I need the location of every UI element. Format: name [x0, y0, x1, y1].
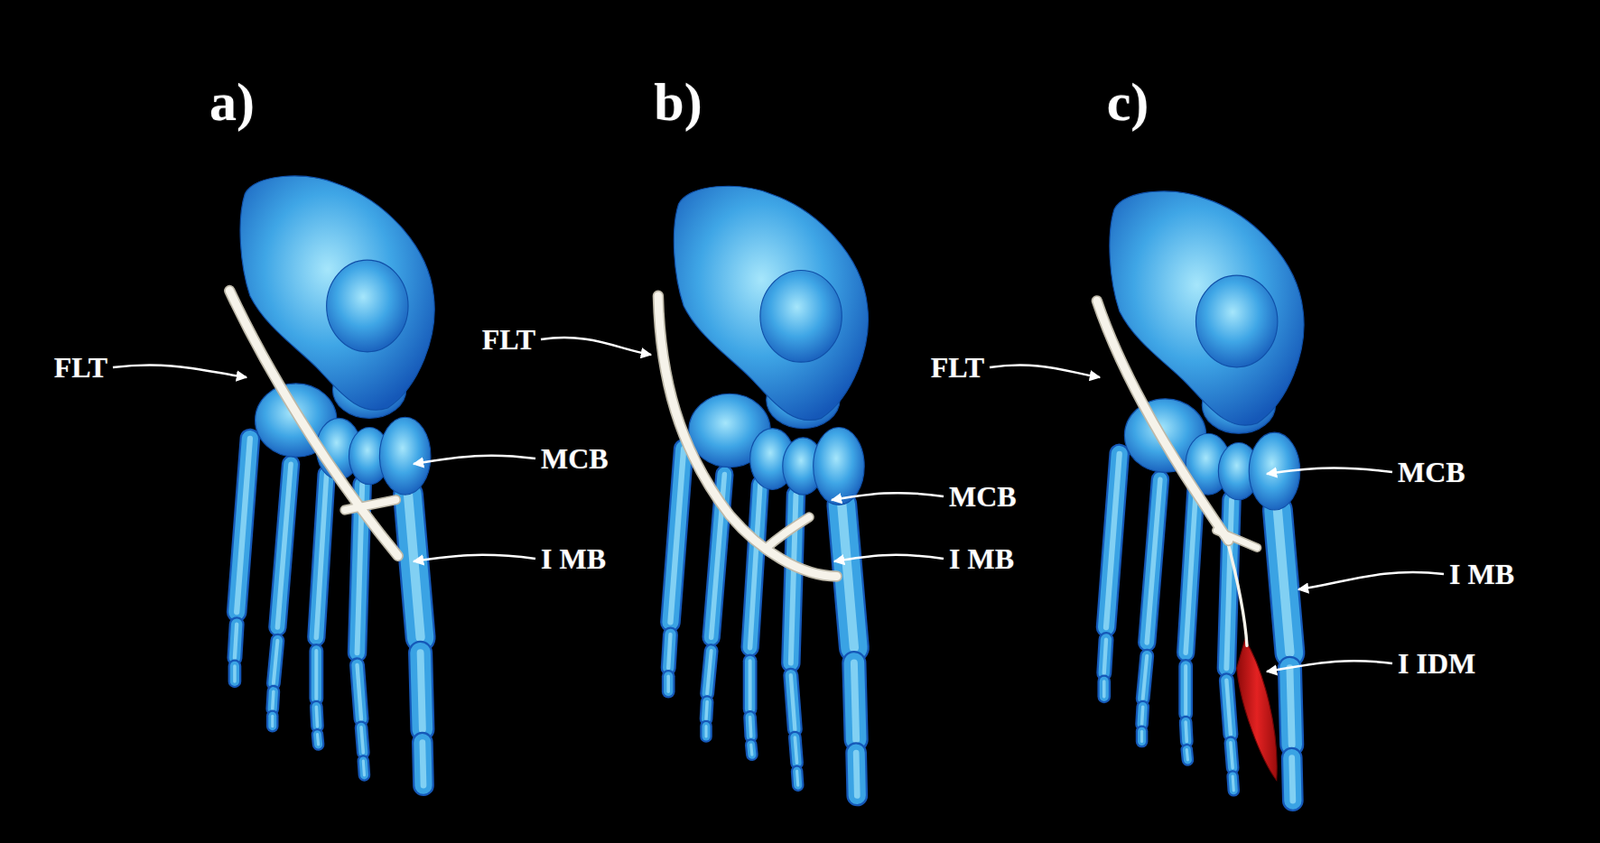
flexor-tendon	[658, 296, 838, 577]
flexor-tendon	[1097, 300, 1257, 646]
anatomy-label: MCB	[948, 482, 1017, 512]
leader-arrow	[413, 555, 536, 562]
flexor-tendon	[765, 517, 810, 549]
anatomy-label: I IDM	[1397, 649, 1476, 679]
flexor-tendon	[229, 290, 398, 557]
flexor-tendon	[1216, 530, 1257, 549]
flexor-tendon	[229, 290, 398, 557]
panel-c-foot	[1097, 191, 1304, 801]
leader-arrow	[1266, 468, 1393, 475]
leader-arrow	[831, 493, 944, 501]
panel-letter: b)	[653, 74, 702, 130]
panel-letter: a)	[209, 74, 255, 130]
anatomy-label: MCB	[540, 444, 609, 474]
leader-arrow	[540, 337, 652, 355]
anatomy-label: I MB	[948, 544, 1014, 574]
flexor-tendon	[658, 296, 838, 577]
leader-arrow	[1298, 572, 1444, 590]
anatomy-label: I MB	[540, 544, 606, 574]
foot-illustration	[229, 176, 1304, 801]
anatomy-label: FLT	[482, 325, 536, 354]
flexor-tendon	[658, 296, 838, 577]
leader-arrow	[413, 455, 536, 465]
anatomy-label: FLT	[54, 353, 108, 382]
anatomy-label: FLT	[930, 353, 985, 382]
leader-arrow	[989, 364, 1100, 378]
flexor-tendon	[1226, 538, 1247, 647]
panel-letter: c)	[1106, 74, 1150, 130]
leader-lines	[112, 337, 1444, 672]
flexor-tendon	[344, 500, 397, 511]
anatomy-label: I MB	[1449, 559, 1515, 589]
leader-arrow	[834, 555, 944, 562]
flexor-tendon	[1097, 300, 1229, 541]
leader-arrow	[112, 364, 247, 378]
flexor-tendon	[229, 290, 398, 557]
leader-arrow	[1266, 660, 1393, 672]
interosseous-muscle	[1237, 640, 1277, 782]
flexor-tendon	[1097, 300, 1229, 541]
panel-a-foot	[229, 176, 435, 786]
anatomy-label: MCB	[1397, 457, 1466, 487]
flexor-tendon	[765, 517, 810, 549]
flexor-tendon	[1216, 530, 1257, 549]
foot-skeleton	[668, 186, 868, 796]
panel-b-foot	[658, 186, 869, 796]
